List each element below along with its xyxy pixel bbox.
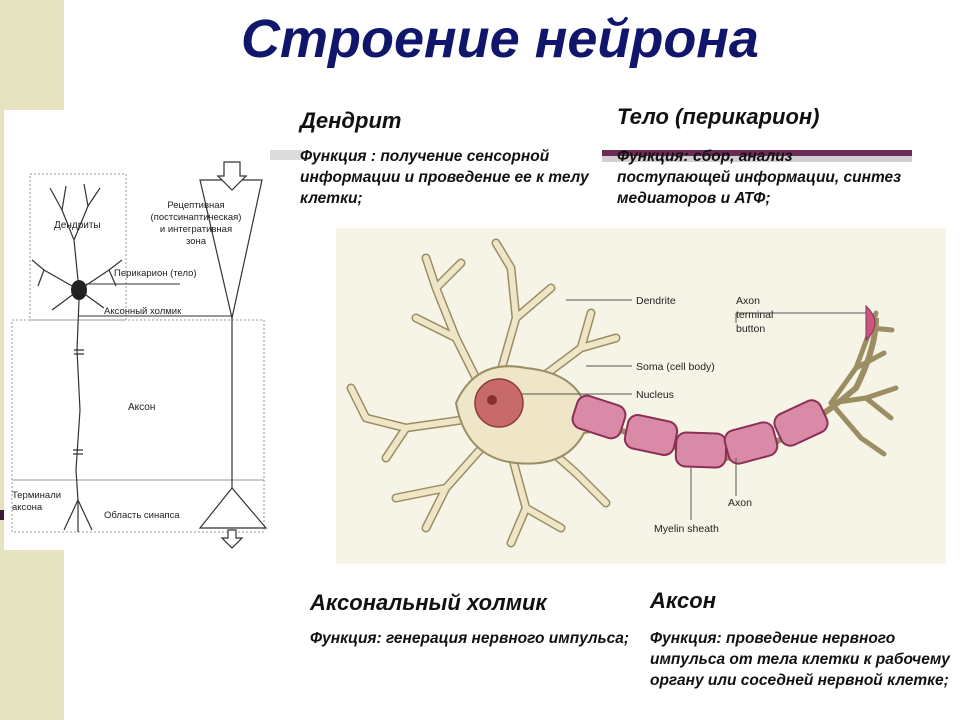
label-dendrite-en: Dendrite <box>636 295 676 307</box>
axon-function: Функция: проведение нервного импульса от… <box>650 630 950 689</box>
body-heading: Тело (перикарион) <box>617 104 820 129</box>
label-hillock: Аксонный холмик <box>104 306 182 317</box>
label-receptive-3: и интегративная <box>160 224 232 235</box>
label-soma-en: Soma (cell body) <box>636 361 715 373</box>
schematic-soma <box>71 280 87 300</box>
dendrite-function: Функция : получение сенсорной информации… <box>300 148 589 207</box>
label-receptive-2: (постсинаптическая) <box>151 212 242 223</box>
label-nucleus-en: Nucleus <box>636 389 674 401</box>
neuron-illustration: Dendrite Axon terminal button Soma (cell… <box>346 238 899 548</box>
axon-heading: Аксон <box>650 588 716 613</box>
hillock-function: Функция: генерация нервного импульса; <box>310 630 630 647</box>
slide-title: Строение нейрона <box>241 9 759 69</box>
label-axon-terminal-1: Axon <box>736 295 760 307</box>
label-axon: Аксон <box>128 402 155 413</box>
label-terminals-1: Терминали <box>12 490 61 501</box>
illustration-terminal-button <box>865 304 876 342</box>
label-receptive-4: зона <box>186 236 207 247</box>
label-myelin-en: Myelin sheath <box>654 523 719 535</box>
decorative-rule-left <box>268 150 304 160</box>
neuron-schematic-panel: Дендриты Рецептивная (постсинаптическая)… <box>4 110 270 550</box>
dendrite-heading: Дендрит <box>300 108 402 133</box>
decorative-rule-right <box>602 150 912 156</box>
schematic-axon <box>63 299 93 532</box>
label-synapse-area: Область синапса <box>104 510 180 521</box>
illustration-axon-terminals <box>828 310 899 457</box>
label-perikaryon: Перикарион (тело) <box>114 268 197 279</box>
illustration-leader-lines <box>521 299 866 520</box>
label-axon-terminal-3: button <box>736 323 765 335</box>
illustration-myelin-sheath <box>571 394 829 469</box>
label-axon-terminal-2: terminal <box>736 309 773 321</box>
axon-zone <box>11 319 265 481</box>
label-dendrites: Дендриты <box>54 220 101 231</box>
schematic-measure-lines <box>79 283 232 317</box>
neuron-illustration-panel: Dendrite Axon terminal button Soma (cell… <box>336 228 946 564</box>
schematic-funnel <box>198 161 268 549</box>
label-terminals-2: аксона <box>12 502 43 513</box>
neuron-schematic: Дендриты Рецептивная (постсинаптическая)… <box>11 161 268 549</box>
illustration-dendrites-fill <box>348 240 619 546</box>
decorative-rule-right-shadow <box>602 156 912 162</box>
hillock-heading: Аксональный холмик <box>310 590 547 615</box>
label-receptive-1: Рецептивная <box>167 200 224 211</box>
illustration-nucleolus <box>487 395 497 405</box>
synapse-zone <box>11 479 265 533</box>
body-function: Функция: сбор, анализ поступающей информ… <box>617 148 902 207</box>
illustration-nucleus <box>474 378 524 428</box>
label-axon-en: Axon <box>728 497 752 509</box>
